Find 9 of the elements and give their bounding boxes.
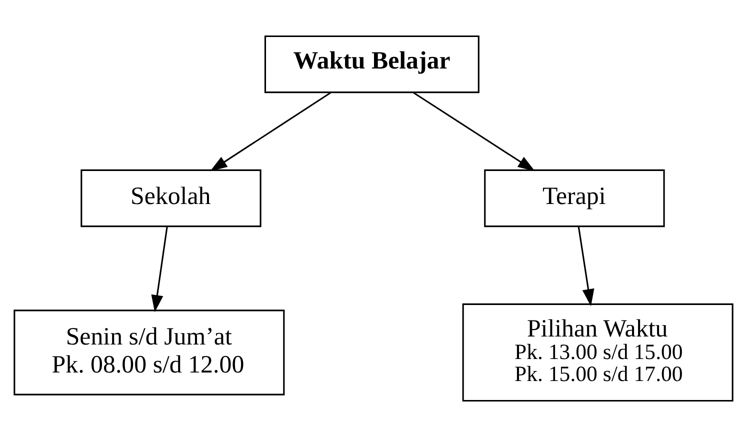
node-box: Senin s/d Jum’at Pk. 08.00 s/d 12.00 — [14, 310, 285, 396]
arrow — [578, 226, 594, 306]
node-box: Sekolah — [80, 169, 262, 228]
arrow — [151, 226, 168, 312]
node-box: Pilihan Waktu Pk. 13.00 s/d 15.00 Pk. 15.00 s/d 17.00 — [462, 303, 734, 402]
node-box: Terapi — [484, 169, 665, 228]
node-box: Waktu Belajar — [264, 35, 480, 94]
arrow — [412, 92, 536, 172]
arrow — [210, 92, 332, 172]
